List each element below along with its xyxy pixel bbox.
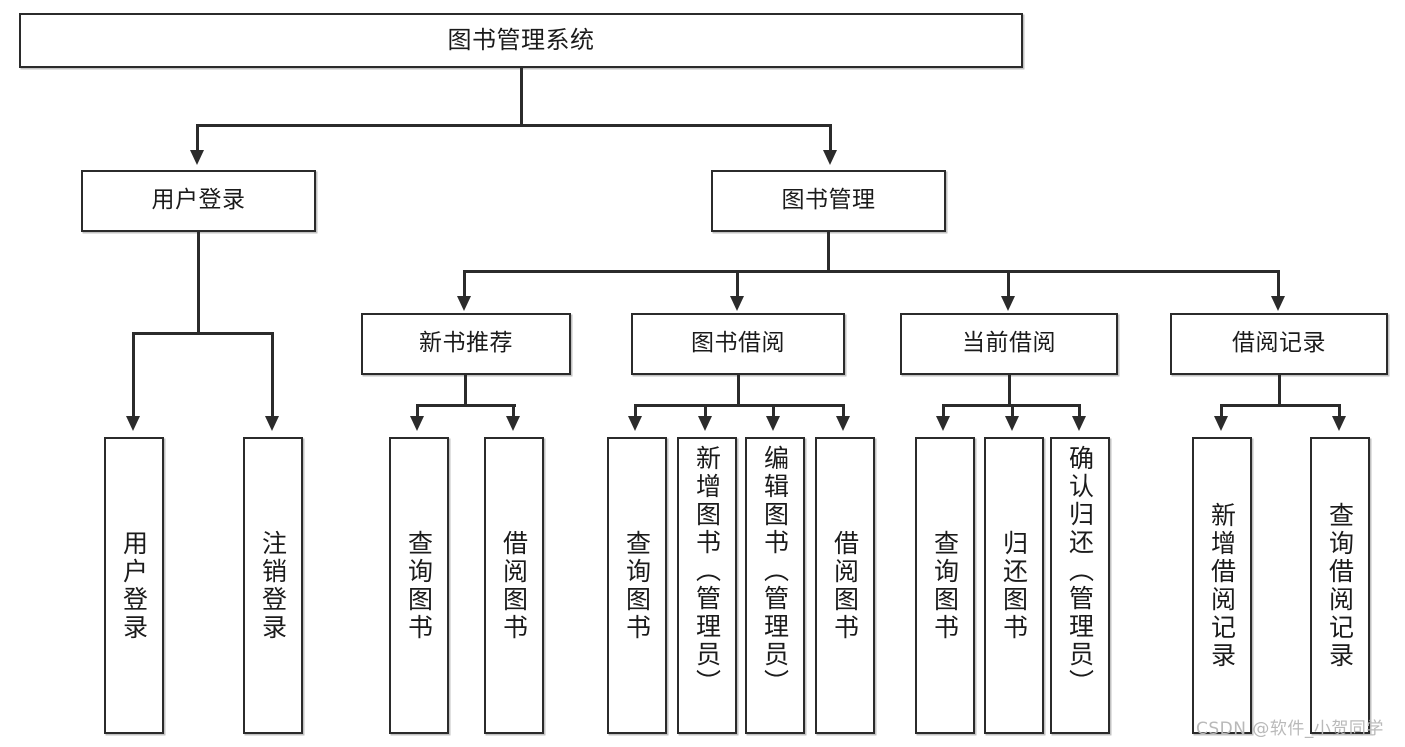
arrowhead-bm-to-new-book bbox=[457, 296, 471, 311]
connector-bm-to-new-book bbox=[463, 270, 466, 296]
csdn-watermark: CSDN @软件_小贺同学 bbox=[1196, 719, 1384, 739]
node-borrowing-record[interactable]: 借阅记录 bbox=[1170, 313, 1388, 375]
connector-book-borrow-stem bbox=[737, 375, 740, 406]
node-label: 确认归还（管理员） bbox=[1065, 445, 1095, 697]
node-label: 查询图书 bbox=[930, 529, 960, 642]
leaf-user-login[interactable]: 用户登录 bbox=[104, 437, 164, 734]
connector-user-login-bus bbox=[132, 332, 274, 335]
connector-root-bus bbox=[196, 124, 832, 127]
node-new-book-recommendation[interactable]: 新书推荐 bbox=[361, 313, 571, 375]
leaf-add-borrow-record[interactable]: 新增借阅记录 bbox=[1192, 437, 1252, 734]
leaf-borrow-book[interactable]: 借阅图书 bbox=[815, 437, 875, 734]
node-label: 图书借阅 bbox=[691, 330, 785, 357]
node-book-borrowing[interactable]: 图书借阅 bbox=[631, 313, 845, 375]
leaf-edit-book-admin[interactable]: 编辑图书（管理员） bbox=[745, 437, 805, 734]
connector-bb-to-leaf-3 bbox=[772, 404, 775, 416]
connector-root-to-user-login bbox=[196, 124, 199, 150]
arrowhead-bm-to-borrow-record bbox=[1271, 296, 1285, 311]
arrowhead-user-login-to-leaf-2 bbox=[265, 416, 279, 431]
connector-bb-to-leaf-2 bbox=[704, 404, 707, 416]
leaf-query-borrow-record[interactable]: 查询借阅记录 bbox=[1310, 437, 1370, 734]
connector-new-book-to-leaf-2 bbox=[512, 404, 515, 416]
connector-bb-to-leaf-4 bbox=[842, 404, 845, 416]
leaf-add-book-admin[interactable]: 新增图书（管理员） bbox=[677, 437, 737, 734]
node-label: 用户登录 bbox=[151, 187, 246, 214]
leaf-query-book-current[interactable]: 查询图书 bbox=[915, 437, 975, 734]
connector-cb-to-leaf-1 bbox=[942, 404, 945, 416]
arrowhead-new-book-to-leaf-2 bbox=[506, 416, 520, 431]
node-label: 用户登录 bbox=[119, 529, 149, 642]
connector-user-login-to-leaf-1 bbox=[132, 332, 135, 416]
node-label: 注销登录 bbox=[258, 529, 288, 642]
arrowhead-cb-to-leaf-1 bbox=[936, 416, 950, 431]
node-label: 当前借阅 bbox=[962, 330, 1056, 357]
node-label: 查询图书 bbox=[404, 529, 434, 642]
node-root-library-management-system[interactable]: 图书管理系统 bbox=[19, 13, 1023, 68]
leaf-query-book[interactable]: 查询图书 bbox=[607, 437, 667, 734]
connector-bb-to-leaf-1 bbox=[634, 404, 637, 416]
node-label: 借阅记录 bbox=[1232, 330, 1326, 357]
connector-current-borrow-bus bbox=[942, 404, 1079, 407]
arrowhead-bb-to-leaf-4 bbox=[836, 416, 850, 431]
connector-cb-to-leaf-3 bbox=[1078, 404, 1081, 416]
connector-root-stem bbox=[520, 68, 523, 126]
arrowhead-bb-to-leaf-3 bbox=[766, 416, 780, 431]
connector-bm-to-current-borrow bbox=[1007, 270, 1010, 296]
connector-borrow-record-stem bbox=[1278, 375, 1281, 406]
connector-current-borrow-stem bbox=[1008, 375, 1011, 406]
node-label: 图书管理系统 bbox=[447, 26, 595, 55]
leaf-confirm-return-admin[interactable]: 确认归还（管理员） bbox=[1050, 437, 1110, 734]
connector-root-to-book-management bbox=[829, 124, 832, 150]
connector-new-book-stem bbox=[464, 375, 467, 406]
node-label: 新增借阅记录 bbox=[1207, 501, 1237, 670]
connector-br-to-leaf-1 bbox=[1220, 404, 1223, 416]
node-label: 编辑图书（管理员） bbox=[760, 445, 790, 697]
node-book-management[interactable]: 图书管理 bbox=[711, 170, 946, 232]
arrowhead-bb-to-leaf-2 bbox=[698, 416, 712, 431]
connector-bm-to-book-borrow bbox=[736, 270, 739, 296]
node-current-borrowing[interactable]: 当前借阅 bbox=[900, 313, 1118, 375]
node-label: 新书推荐 bbox=[419, 330, 513, 357]
connector-book-management-stem bbox=[827, 232, 830, 272]
node-label: 借阅图书 bbox=[499, 529, 529, 642]
connector-borrow-record-bus bbox=[1220, 404, 1341, 407]
connector-new-book-to-leaf-1 bbox=[416, 404, 419, 416]
node-label: 查询借阅记录 bbox=[1325, 501, 1355, 670]
connector-user-login-to-leaf-2 bbox=[271, 332, 274, 416]
arrowhead-new-book-to-leaf-1 bbox=[410, 416, 424, 431]
leaf-logout[interactable]: 注销登录 bbox=[243, 437, 303, 734]
connector-user-login-stem bbox=[197, 232, 200, 334]
leaf-return-book[interactable]: 归还图书 bbox=[984, 437, 1044, 734]
connector-new-book-bus bbox=[416, 404, 516, 407]
node-label: 借阅图书 bbox=[830, 529, 860, 642]
arrowhead-bb-to-leaf-1 bbox=[628, 416, 642, 431]
arrowhead-bm-to-book-borrow bbox=[730, 296, 744, 311]
connector-br-to-leaf-2 bbox=[1338, 404, 1341, 416]
arrowhead-br-to-leaf-2 bbox=[1332, 416, 1346, 431]
node-label: 图书管理 bbox=[781, 187, 876, 214]
arrowhead-br-to-leaf-1 bbox=[1214, 416, 1228, 431]
arrowhead-user-login-to-leaf-1 bbox=[126, 416, 140, 431]
node-label: 新增图书（管理员） bbox=[692, 445, 722, 697]
connector-book-management-bus bbox=[463, 270, 1280, 273]
node-label: 归还图书 bbox=[999, 529, 1029, 642]
arrowhead-root-to-book-management bbox=[823, 150, 837, 165]
node-user-login[interactable]: 用户登录 bbox=[81, 170, 316, 232]
leaf-borrow-book-new-book[interactable]: 借阅图书 bbox=[484, 437, 544, 734]
connector-cb-to-leaf-2 bbox=[1011, 404, 1014, 416]
connector-bm-to-borrow-record bbox=[1277, 270, 1280, 296]
arrowhead-cb-to-leaf-3 bbox=[1072, 416, 1086, 431]
arrowhead-root-to-user-login bbox=[190, 150, 204, 165]
node-label: 查询图书 bbox=[622, 529, 652, 642]
connector-book-borrow-bus bbox=[634, 404, 844, 407]
arrowhead-cb-to-leaf-2 bbox=[1005, 416, 1019, 431]
arrowhead-bm-to-current-borrow bbox=[1001, 296, 1015, 311]
leaf-query-book-new-book[interactable]: 查询图书 bbox=[389, 437, 449, 734]
